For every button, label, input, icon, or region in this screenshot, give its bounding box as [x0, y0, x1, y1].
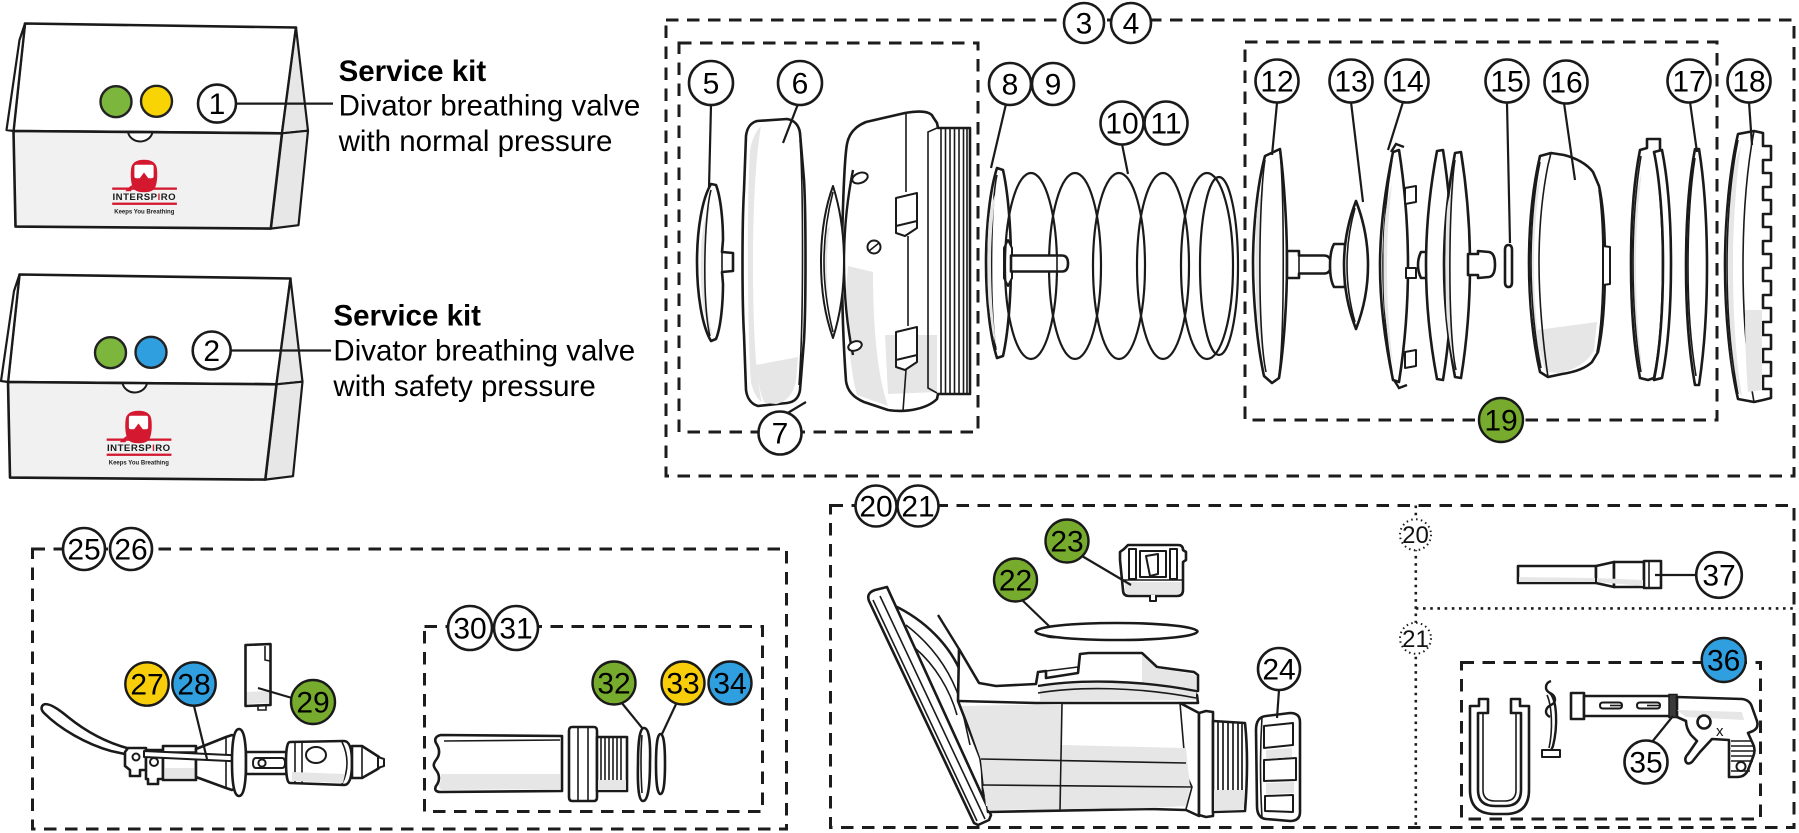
- svg-text:31: 31: [499, 613, 532, 646]
- svg-text:13: 13: [1334, 66, 1367, 99]
- svg-text:35: 35: [1629, 747, 1662, 780]
- svg-text:6: 6: [792, 68, 809, 101]
- svg-text:INTERSPIRO: INTERSPIRO: [112, 192, 176, 203]
- svg-text:26: 26: [114, 534, 147, 567]
- svg-text:16: 16: [1549, 67, 1582, 100]
- svg-text:18: 18: [1732, 66, 1765, 99]
- svg-text:Divator breathing valve: Divator breathing valve: [339, 90, 641, 123]
- svg-text:28: 28: [177, 669, 210, 702]
- svg-text:Service kit: Service kit: [339, 55, 487, 88]
- svg-text:30: 30: [453, 613, 486, 646]
- svg-text:32: 32: [597, 668, 630, 701]
- svg-text:15: 15: [1490, 66, 1523, 99]
- svg-text:23: 23: [1050, 526, 1083, 559]
- svg-text:27: 27: [130, 669, 163, 702]
- svg-text:34: 34: [713, 668, 746, 701]
- svg-text:Keeps You Breathing: Keeps You Breathing: [114, 210, 174, 216]
- svg-text:with safety pressure: with safety pressure: [332, 370, 595, 403]
- svg-text:7: 7: [772, 418, 789, 451]
- svg-text:19: 19: [1484, 405, 1517, 438]
- svg-text:Service kit: Service kit: [333, 299, 481, 332]
- svg-text:x: x: [1716, 723, 1724, 740]
- svg-text:25: 25: [67, 534, 100, 567]
- svg-text:10: 10: [1105, 108, 1138, 141]
- svg-text:12: 12: [1260, 66, 1293, 99]
- svg-text:37: 37: [1702, 560, 1735, 593]
- svg-text:5: 5: [703, 68, 720, 101]
- svg-text:8: 8: [1002, 69, 1019, 102]
- svg-text:24: 24: [1262, 654, 1295, 687]
- svg-text:20: 20: [1402, 522, 1429, 549]
- svg-text:4: 4: [1123, 8, 1140, 41]
- svg-text:21: 21: [901, 491, 934, 524]
- svg-text:Divator breathing valve: Divator breathing valve: [333, 334, 635, 367]
- svg-text:2: 2: [203, 335, 220, 368]
- svg-text:3: 3: [1076, 8, 1093, 41]
- svg-text:36: 36: [1707, 645, 1740, 678]
- svg-text:11: 11: [1150, 108, 1181, 141]
- svg-text:9: 9: [1045, 69, 1062, 102]
- svg-text:22: 22: [999, 565, 1032, 598]
- svg-text:33: 33: [666, 668, 699, 701]
- svg-text:29: 29: [296, 687, 329, 720]
- svg-text:1: 1: [209, 88, 226, 121]
- svg-text:with normal pressure: with normal pressure: [338, 125, 613, 158]
- svg-text:17: 17: [1672, 66, 1705, 99]
- svg-text:20: 20: [859, 491, 892, 524]
- svg-text:21: 21: [1402, 626, 1429, 653]
- svg-text:14: 14: [1390, 66, 1423, 99]
